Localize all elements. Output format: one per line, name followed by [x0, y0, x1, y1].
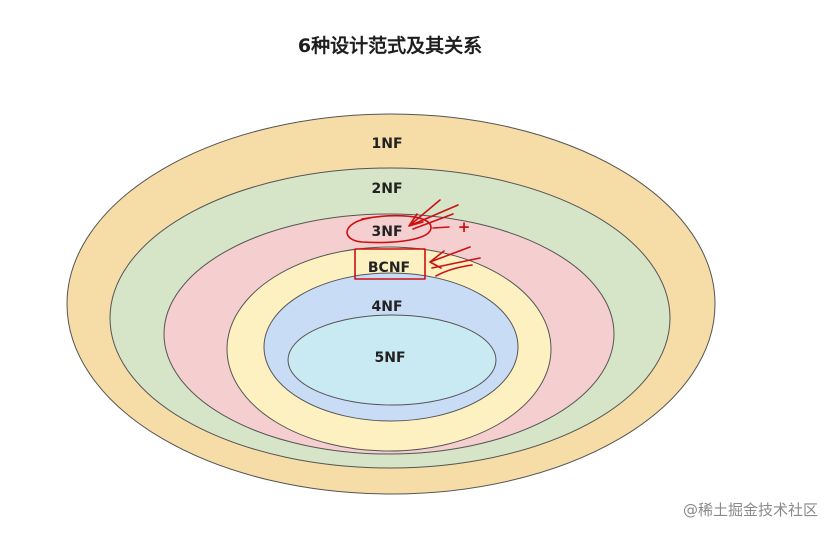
label-2nf: 2NF: [371, 181, 402, 197]
watermark: @稀土掘金技术社区: [683, 501, 818, 519]
label-3nf: 3NF: [371, 224, 402, 240]
diagram-title: 6种设计范式及其关系: [298, 34, 482, 57]
plus-mark: +: [458, 218, 471, 236]
label-5nf: 5NF: [374, 350, 405, 366]
red-annotations: +: [346, 199, 481, 280]
box-mark-bcnf: [354, 248, 426, 280]
dash-mark: [432, 226, 450, 229]
circle-mark-3nf: [346, 214, 432, 244]
arrow-icon-3nf: [408, 199, 459, 230]
arrow-icon-bcnf: [429, 246, 481, 277]
label-1nf: 1NF: [371, 136, 402, 152]
label-bcnf: BCNF: [368, 260, 410, 276]
label-4nf: 4NF: [371, 299, 402, 315]
ellipse-5nf: [287, 314, 497, 406]
